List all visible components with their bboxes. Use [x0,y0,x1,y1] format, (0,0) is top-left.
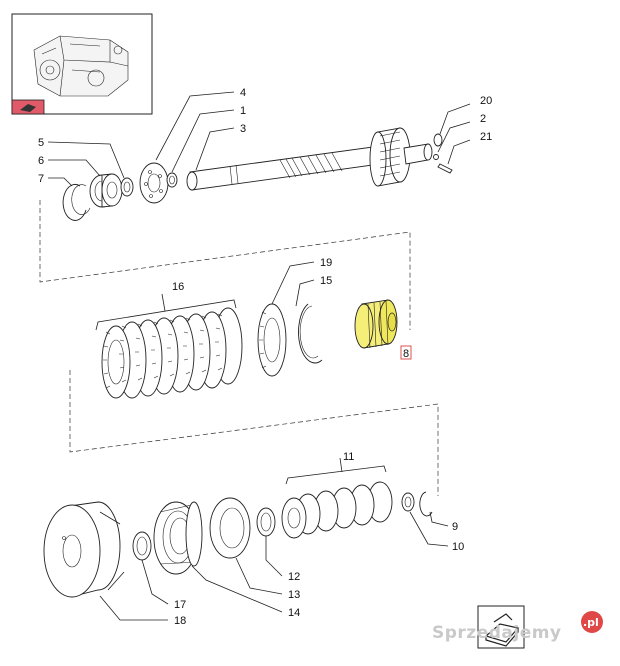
part-11-spring-pack[interactable] [281,481,393,539]
callout-21: 21 [480,131,492,143]
shaft-part-3[interactable] [186,127,433,191]
bracket-11 [285,465,387,485]
part-9-snap-ring[interactable] [419,491,433,517]
part-1-ring[interactable] [166,172,178,188]
leader-lines [47,91,471,621]
callout-9: 9 [452,521,458,533]
part-15-snap-ring[interactable] [298,303,323,364]
callout-4: 4 [240,87,246,99]
part-14-piston[interactable] [153,501,203,575]
part-17-seal-ring[interactable] [132,531,152,561]
assembly-guide-middle [69,370,439,496]
part-12-ring[interactable] [256,507,276,537]
callout-18: 18 [174,615,186,627]
callout-19: 19 [320,257,332,269]
callout-2: 2 [480,113,486,125]
watermark-badge [581,611,603,633]
part-19-pressure-plate[interactable] [257,303,287,377]
callout-5: 5 [38,137,44,149]
callout-16: 16 [172,281,184,293]
callout-7: 7 [38,173,44,185]
callout-17: 17 [174,599,186,611]
part-6-bearing[interactable] [89,173,123,208]
callout-8: 8 [403,348,409,360]
callout-6: 6 [38,155,44,167]
part-5-washer[interactable] [120,177,134,197]
callout-11: 11 [343,451,354,463]
callout-3: 3 [240,123,246,135]
part-2-ball[interactable] [433,154,439,160]
callout-15: 15 [320,275,332,287]
assembly-guide-upper [39,200,411,330]
bracket-16 [95,299,237,331]
callout-10: 10 [452,541,464,553]
clutch-disc-pack-part-16[interactable] [101,307,243,399]
callout-13: 13 [288,589,300,601]
part-21-pin[interactable] [437,163,453,174]
part-13-seal[interactable] [209,497,251,559]
callout-12: 12 [288,571,300,583]
part-10-washer[interactable] [401,492,415,512]
watermark-suffix: .pl [583,616,599,629]
assembly-thumbnail[interactable] [11,13,153,115]
part-20-ring[interactable] [433,133,443,147]
part-7-snap-ring[interactable] [62,183,91,221]
book-arrow-icon [484,613,520,647]
callout-20: 20 [480,95,492,107]
part-8-hub-highlighted[interactable] [354,299,398,349]
callout-14: 14 [288,607,300,619]
thumbnail-tag[interactable] [11,99,45,115]
book-arrow-icon [20,104,36,112]
part-18-clutch-housing[interactable] [43,501,125,598]
nav-corner-button[interactable] [477,605,525,649]
watermark-text: Sprzedajemy [432,623,562,643]
watermark: Sprzedajemy .pl [432,611,603,643]
callout-1: 1 [240,105,246,117]
part-4-gear[interactable] [139,162,169,204]
part-8-label-box [400,345,412,360]
callout-labels: 20 2 21 4 1 3 5 6 7 19 15 16 8 11 9 10 1… [38,87,492,627]
